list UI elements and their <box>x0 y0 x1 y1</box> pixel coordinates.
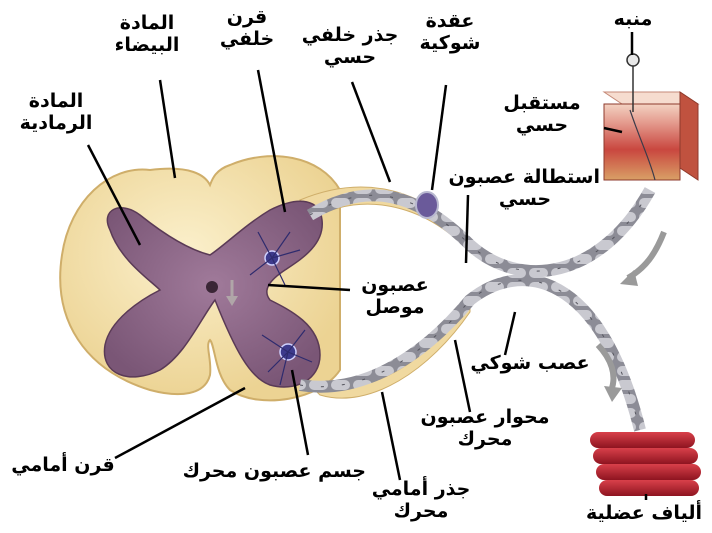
skin-block <box>604 92 698 180</box>
central-canal <box>206 281 218 293</box>
label-ventral-horn: قرن أمامي <box>8 454 118 476</box>
label-motor-cell-body: جسم عصبون محرك <box>186 460 366 482</box>
label-stimulus: منبه <box>600 8 666 30</box>
muscle-fibers <box>590 432 701 496</box>
label-muscle-fibers: ألياف عضلية <box>582 502 706 524</box>
label-spinal-nerve: عصب شوكي <box>470 352 590 374</box>
spinal-ganglion <box>416 192 438 218</box>
